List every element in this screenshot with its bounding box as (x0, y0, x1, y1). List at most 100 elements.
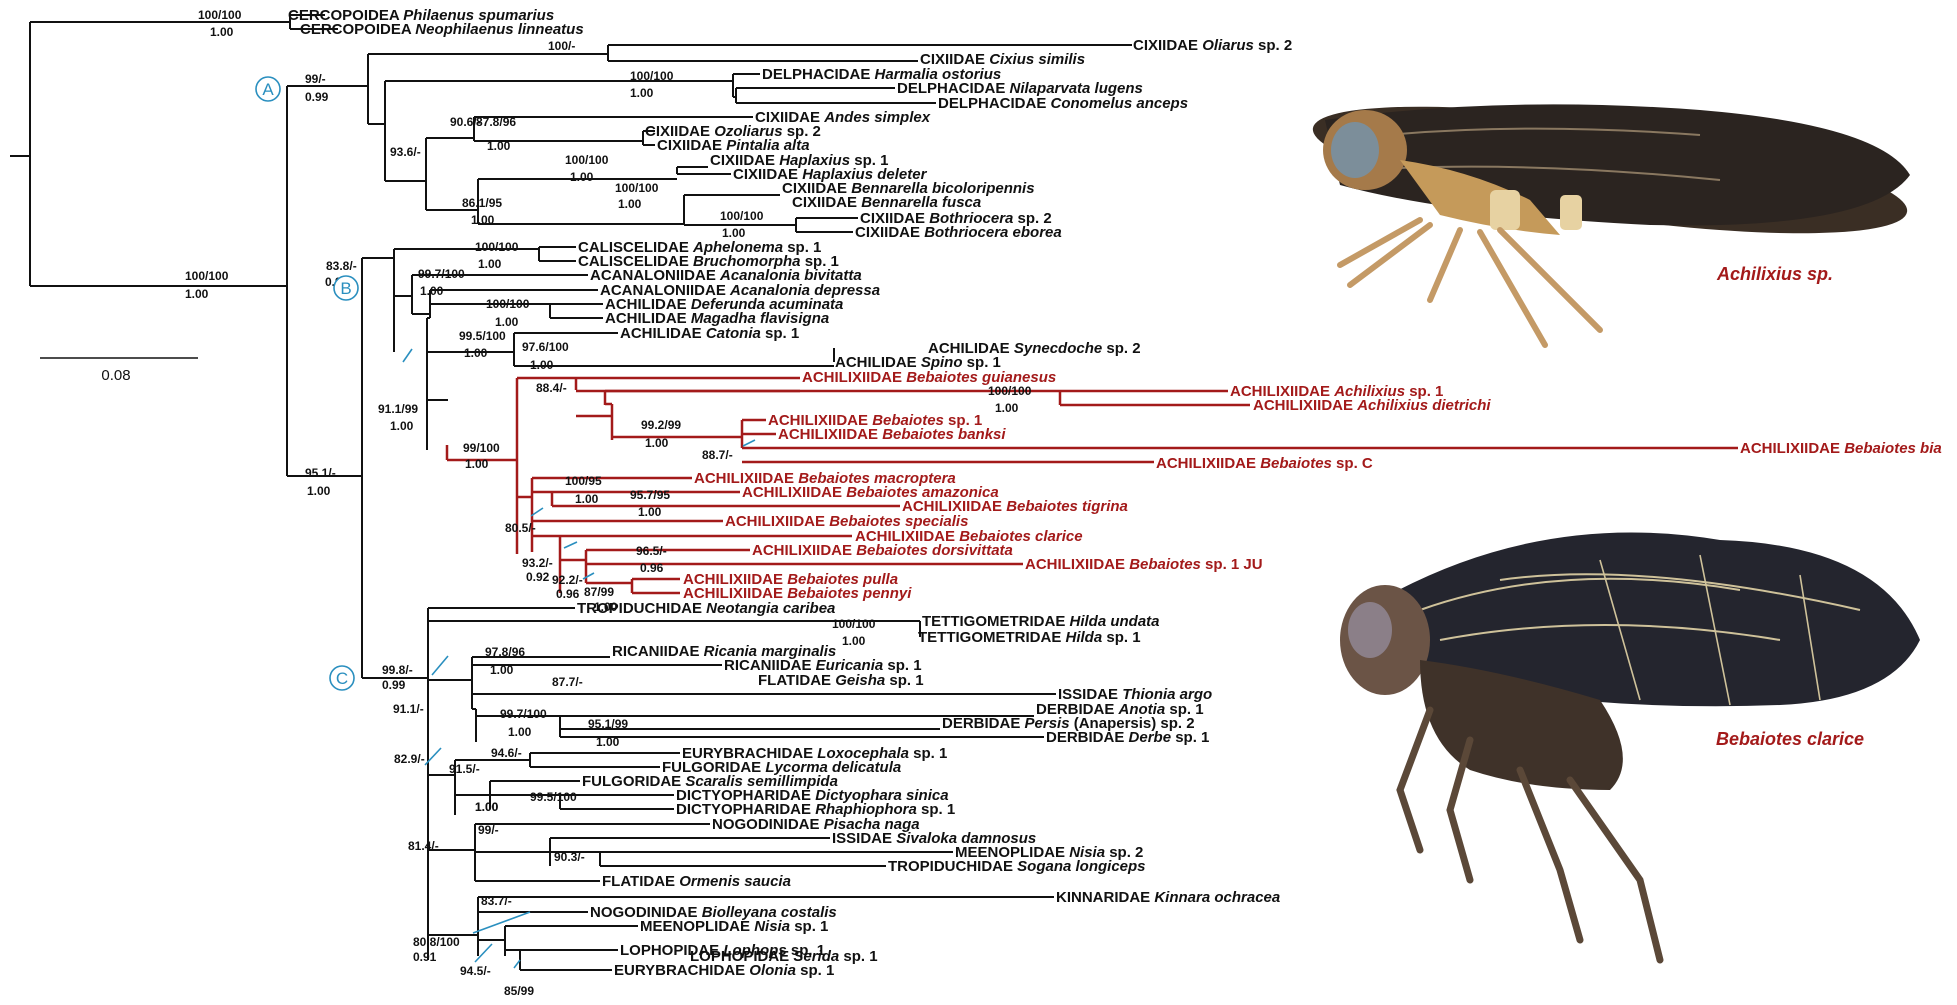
support-value: 1.00 (464, 346, 488, 360)
taxon-family: ACHILIXIIDAE (742, 484, 846, 501)
taxon-family: ACHILIXIIDAE (1156, 455, 1260, 472)
support-value: 1.00 (596, 735, 620, 749)
support-value: 94.6/- (491, 746, 522, 760)
clade-marker-a: A (256, 77, 280, 101)
taxon-family: DERBIDAE (942, 715, 1025, 732)
support-value: 83.8/- (326, 259, 357, 273)
taxon-genus: Olonia (749, 962, 796, 979)
taxon-family: ACHILIXIIDAE (778, 426, 882, 443)
support-value: 100/- (548, 39, 575, 53)
taxon-family: CIXIIDAE (792, 194, 861, 211)
taxon-family: DELPHACIDAE (938, 95, 1051, 112)
taxon-label: ACHILIXIIDAE Bebaiotes sp. 1 JU (1025, 556, 1263, 573)
taxon-suffix: sp. 1 (790, 918, 828, 935)
support-value: 1.00 (842, 634, 866, 648)
support-value: 93.6/- (390, 145, 421, 159)
taxon-suffix: sp. 1 JU (1201, 556, 1263, 573)
taxon-suffix: sp. 1 (839, 948, 877, 965)
support-value: 1.00 (722, 226, 746, 240)
taxon-label: ACHILIDAE Catonia sp. 1 (620, 325, 799, 342)
taxon-label: FLATIDAE Ormenis saucia (602, 873, 791, 890)
taxon-suffix: sp. 1 (909, 745, 947, 762)
support-value: 0.99 (382, 678, 406, 692)
support-value: 1.00 (570, 170, 594, 184)
scale-bar-label: 0.08 (101, 367, 130, 384)
taxon-family: ACHILIXIIDAE (725, 513, 829, 530)
support-value: 85/99 (504, 984, 534, 998)
taxon-genus: Bebaiotes tigrina (1006, 498, 1128, 515)
support-value: 0.91 (413, 950, 437, 964)
taxon-genus: Sogana longiceps (1017, 858, 1145, 875)
support-value: 99/- (478, 823, 499, 837)
taxon-genus: Hilda (1066, 629, 1103, 646)
branch (432, 656, 448, 675)
taxon-suffix: sp. 1 (885, 672, 923, 689)
support-value: 94.5/- (460, 964, 491, 978)
support-value: 1.00 (618, 197, 642, 211)
taxon-suffix: sp. 1 (761, 325, 799, 342)
bebaiotes-photo: Bebaiotes clarice (1340, 533, 1920, 961)
taxon-genus: Geisha (835, 672, 885, 689)
taxon-label: CIXIIDAE Oliarus sp. 2 (1133, 37, 1292, 54)
support-value: 100/100 (720, 209, 764, 223)
taxon-label: FLATIDAE Geisha sp. 1 (758, 672, 924, 689)
taxon-family: KINNARIDAE (1056, 889, 1154, 906)
support-value: 0.96 (556, 587, 580, 601)
support-value: 1.00 (638, 505, 662, 519)
support-value: 0.92 (526, 570, 550, 584)
support-value: 97.6/100 (522, 340, 569, 354)
taxon-family: RICANIIDAE (612, 643, 704, 660)
taxon-label: ACHILIXIIDAE Bebaiotes banksi (778, 426, 1006, 443)
taxon-suffix: sp. 1 (1102, 629, 1140, 646)
clade-label-c: C (336, 669, 348, 688)
bebaiotes-caption: Bebaiotes clarice (1716, 729, 1864, 749)
taxon-label: CIXIIDAE Bennarella fusca (792, 194, 981, 211)
support-value: 81.4/- (408, 839, 439, 853)
support-value: 100/100 (198, 8, 242, 22)
taxon-genus: Oliarus (1202, 37, 1254, 54)
taxon-genus: Catonia (706, 325, 761, 342)
support-value: 1.00 (471, 213, 495, 227)
taxon-genus: Bebaiotes guianesus (906, 369, 1056, 386)
taxon-genus: Nisia (754, 918, 790, 935)
support-value: 100/100 (475, 240, 519, 254)
taxon-family: ISSIDAE (832, 830, 896, 847)
support-value: 99.8/- (382, 663, 413, 677)
taxon-label: TROPIDUCHIDAE Sogana longiceps (888, 858, 1146, 875)
taxon-genus: Bothriocera eborea (924, 224, 1062, 241)
support-value: 87/99 (584, 585, 614, 599)
support-value: 80.8/100 (413, 935, 460, 949)
support-value: 1.00 (508, 725, 532, 739)
support-value: 1.00 (594, 600, 618, 614)
taxon-family: TETTIGOMETRIDAE (918, 629, 1066, 646)
taxon-genus: Bebaiotes dorsivittata (856, 542, 1013, 559)
support-value: 86.1/95 (462, 196, 502, 210)
support-value: 1.00 (420, 284, 444, 298)
taxon-family: TROPIDUCHIDAE (888, 858, 1017, 875)
taxon-genus: Achilixius dietrichi (1356, 397, 1491, 414)
taxon-family: CERCOPOIDEA (300, 21, 415, 38)
support-value: 0.96 (640, 561, 664, 575)
support-value: 100/100 (185, 269, 229, 283)
taxon-label: KINNARIDAE Kinnara ochracea (1056, 889, 1280, 906)
support-value: 99.2/99 (641, 418, 681, 432)
support-value: 80.5/- (505, 521, 536, 535)
support-value: 100/100 (630, 69, 674, 83)
clade-label-b: B (340, 279, 351, 298)
support-value: 1.00 (185, 287, 209, 301)
support-value: 99/- (305, 72, 326, 86)
support-value: 93.2/- (522, 556, 553, 570)
taxon-label: EURYBRACHIDAE Olonia sp. 1 (614, 962, 834, 979)
taxon-genus: Ormenis saucia (679, 873, 791, 890)
clade-marker-c: C (330, 666, 354, 690)
support-value: 1.00 (530, 358, 554, 372)
taxon-family: MEENOPLIDAE (640, 918, 754, 935)
support-value: 1.00 (645, 436, 669, 450)
support-value: 92.2/- (552, 573, 583, 587)
taxon-label: ACHILIXIIDAE Bebaiotes bia (1740, 440, 1942, 457)
branch (564, 542, 577, 548)
support-value: 91.1/- (393, 702, 424, 716)
taxon-label: MEENOPLIDAE Nisia sp. 1 (640, 918, 828, 935)
taxon-genus: Conomelus anceps (1051, 95, 1189, 112)
